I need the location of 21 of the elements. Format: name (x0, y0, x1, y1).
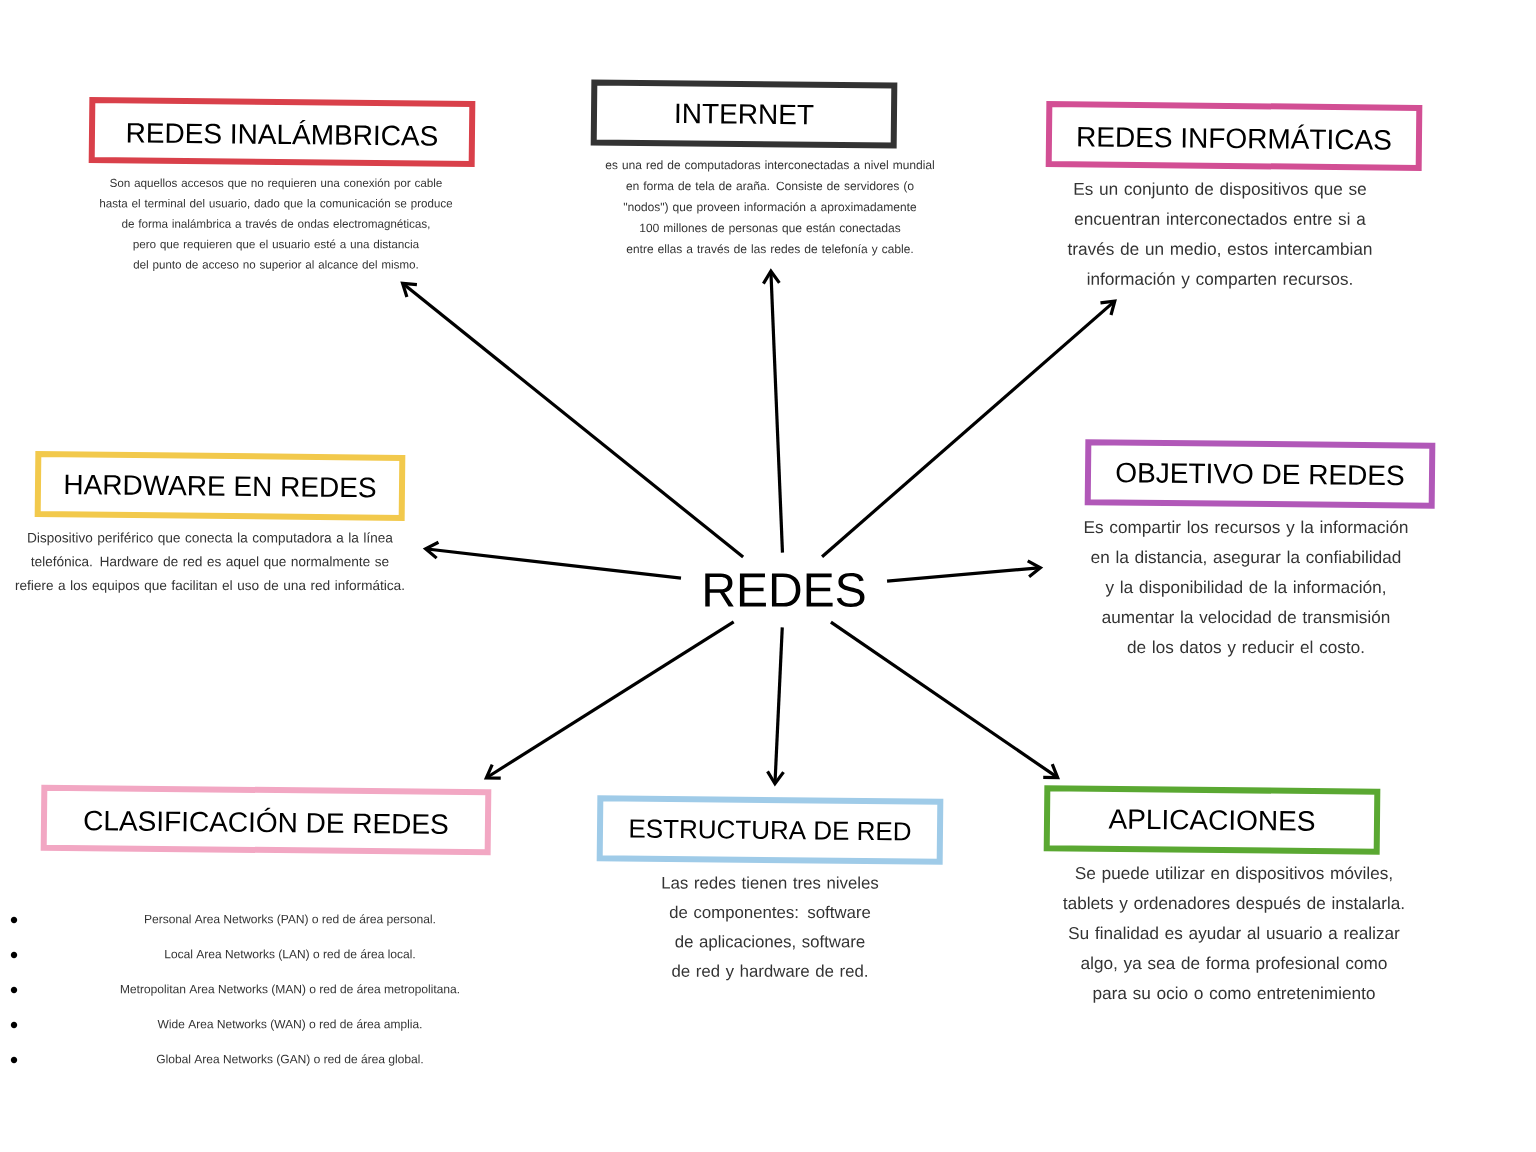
arrow (400, 281, 745, 559)
description-text: Las redes tienen tres niveles de componentes: software de aplicaciones, software de red y hardware de red. (662, 876, 879, 981)
center-title: REDES (705, 573, 865, 607)
arrow (821, 299, 1117, 558)
arrow (830, 620, 1061, 780)
arrow (766, 627, 785, 787)
heading-box: ESTRUCTURA DE RED (596, 795, 944, 865)
arrow (483, 620, 735, 780)
heading-box: OBJETIVO DE REDES (1084, 439, 1436, 509)
heading-box: REDES INFORMÁTICAS (1045, 101, 1423, 171)
heading-box: HARDWARE EN REDES (34, 451, 406, 521)
heading-box: REDES INALÁMBRICAS (88, 96, 476, 167)
heading-box: APLICACIONES (1043, 785, 1381, 855)
description-text: Es un conjunto de dispositivos que se encuentran interconectados entre si a través de un medio, estos intercambian información y comparten recursos. (1067, 182, 1372, 289)
description-text: Es compartir los recursos y la información en la distancia, asegurar la confiabilidad y la disponibilidad de la información, aumentar la velocidad de transmisión de los datos y reducir el costo. (1084, 520, 1408, 657)
description-text: Se puede utilizar en dispositivos móviles, tablets y ordenadores después de instalarla. Su finalidad es ayudar al usuario a realizar algo, ya sea de forma profesional como para su ocio o como entretenimiento (1063, 866, 1404, 1003)
heading-box: CLASIFICACIÓN DE REDES (40, 784, 492, 856)
heading-box: INTERNET (590, 79, 898, 149)
arrow (886, 559, 1044, 583)
arrow (762, 268, 785, 553)
arrow (422, 540, 682, 580)
